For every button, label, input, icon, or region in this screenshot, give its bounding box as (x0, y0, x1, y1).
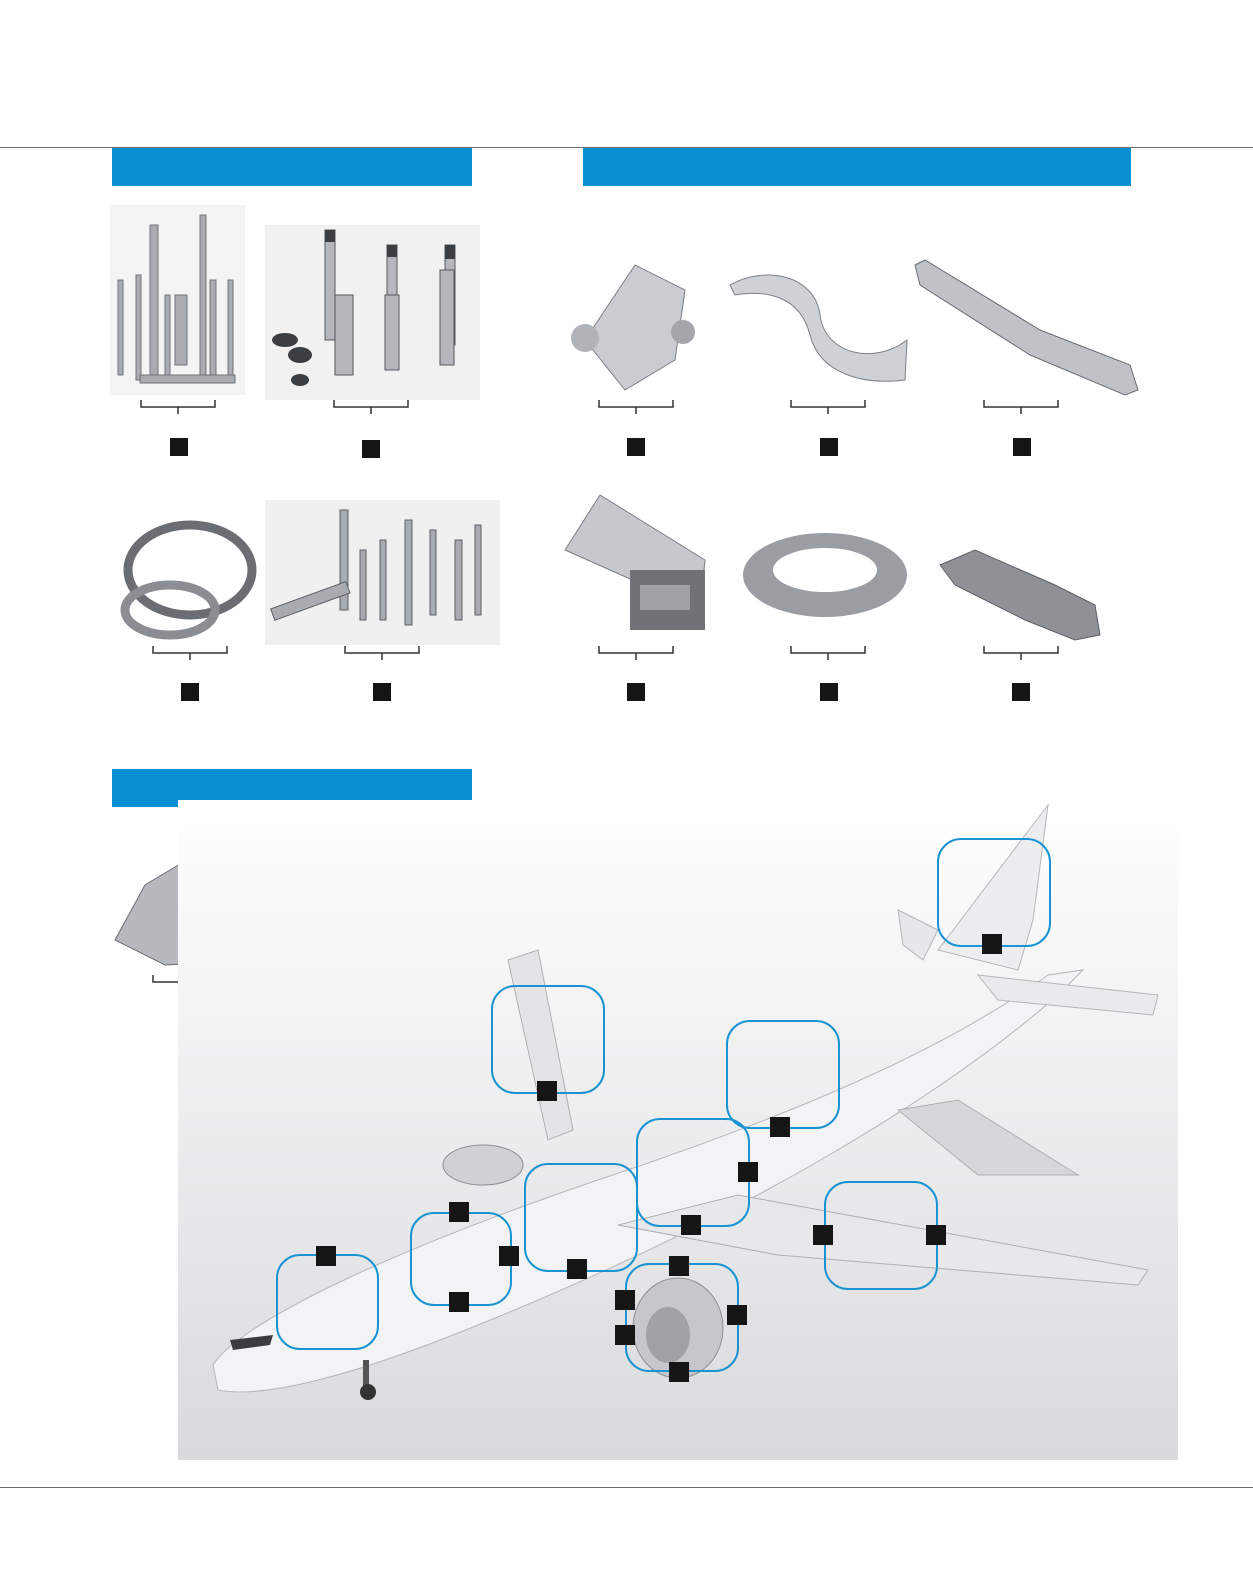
bracket-connector (790, 400, 866, 414)
top-rule (0, 147, 1253, 148)
hotspot-far-wing[interactable] (491, 985, 605, 1094)
callout-marker (567, 1259, 587, 1279)
callout-marker (181, 683, 199, 701)
annular-ring-icon (743, 533, 907, 617)
spar-fitting-icon (939, 549, 1101, 641)
bracket-connector (983, 646, 1059, 660)
callout-marker (738, 1162, 758, 1182)
callout-marker (1012, 683, 1030, 701)
callout-marker (820, 683, 838, 701)
bracket-connector (790, 646, 866, 660)
box-fitting-icon (564, 494, 706, 630)
callout-marker (770, 1117, 790, 1137)
bracket-connector (152, 646, 228, 660)
callout-marker (926, 1225, 946, 1245)
bracket-connector (140, 400, 216, 414)
bracket-plate-icon (571, 264, 695, 391)
hotspot-engine[interactable] (625, 1263, 739, 1372)
bracket-connector (983, 400, 1059, 414)
bracket-connector (344, 646, 420, 660)
hotspot-wing-box[interactable] (524, 1163, 638, 1272)
bottom-rule (0, 1487, 1253, 1488)
curved-profile-icon (729, 274, 908, 382)
callout-marker (615, 1290, 635, 1310)
callout-marker (982, 934, 1002, 954)
callout-marker (669, 1362, 689, 1382)
callout-marker (820, 438, 838, 456)
ring-segments-icon (120, 520, 257, 640)
callout-marker (537, 1081, 557, 1101)
callout-marker (727, 1305, 747, 1325)
callout-marker (813, 1225, 833, 1245)
callout-marker (362, 440, 380, 458)
callout-marker (170, 438, 188, 456)
section-bar-1 (112, 148, 472, 186)
callout-marker (627, 438, 645, 456)
hotspot-mid-cabin[interactable] (636, 1118, 750, 1227)
callout-marker (681, 1215, 701, 1235)
callout-marker (373, 683, 391, 701)
bracket-connector (598, 646, 674, 660)
section-bar-2 (583, 148, 1131, 186)
callout-marker (627, 683, 645, 701)
fastener-set-icon (265, 500, 500, 645)
long-profile-icon (914, 259, 1139, 396)
bracket-connector (598, 400, 674, 414)
hotspot-nose[interactable] (276, 1254, 379, 1350)
callout-marker (615, 1325, 635, 1345)
hotspot-rear-cabin[interactable] (726, 1020, 840, 1129)
hotspot-near-wing[interactable] (824, 1181, 938, 1290)
hotspot-tail[interactable] (937, 838, 1051, 947)
callout-marker (449, 1202, 469, 1222)
callout-marker (499, 1246, 519, 1266)
bracket-connector (333, 400, 409, 414)
callout-marker (1013, 438, 1031, 456)
pin-bolts-icon (110, 205, 245, 395)
shaft-bushings-icon (265, 225, 480, 400)
callout-marker (449, 1292, 469, 1312)
callout-marker (316, 1246, 336, 1266)
callout-marker (669, 1256, 689, 1276)
